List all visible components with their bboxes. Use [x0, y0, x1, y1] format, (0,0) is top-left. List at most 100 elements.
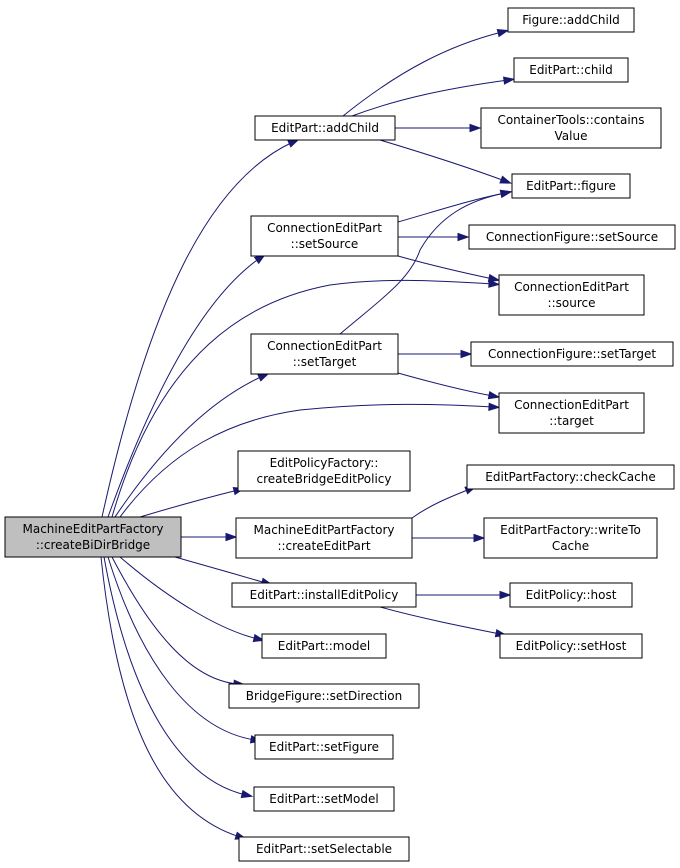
node-label-line: ConnectionEditPart: [267, 339, 382, 353]
node-box: [238, 836, 410, 862]
node-source[interactable]: ConnectionEditPart::source: [498, 274, 645, 316]
arrowhead-icon: [496, 29, 510, 38]
node-box: [237, 450, 411, 492]
arrowhead-icon: [252, 633, 266, 643]
node-cfsettarget[interactable]: ConnectionFigure::setTarget: [470, 341, 674, 367]
arrowhead-icon: [225, 532, 238, 542]
edge-root-to-createeditpart: [181, 532, 238, 542]
node-host[interactable]: EditPolicy::host: [509, 582, 633, 608]
edge-line: [411, 488, 471, 519]
node-box: [254, 115, 396, 141]
node-child[interactable]: EditPart::child: [513, 57, 629, 83]
arrowhead-icon: [473, 533, 486, 543]
node-label-line: ::setSource: [291, 237, 359, 251]
edge-addchild-to-figure: [379, 139, 513, 184]
node-label-line: EditPart::setModel: [269, 792, 378, 806]
node-setmodel[interactable]: EditPart::setModel: [253, 786, 395, 812]
node-label-line: ConnectionFigure::setTarget: [488, 347, 656, 361]
arrowhead-icon: [499, 175, 513, 184]
node-box: [250, 333, 399, 375]
node-box: [4, 516, 182, 558]
node-createeditpart[interactable]: MachineEditPartFactory::createEditPart: [235, 517, 413, 559]
edge-line: [111, 279, 494, 518]
node-box: [254, 734, 394, 760]
node-box: [498, 392, 645, 434]
edge-line: [139, 489, 239, 518]
node-label-line: EditPart::model: [278, 639, 370, 653]
edge-line: [119, 556, 259, 640]
edge-setsource-to-cfsetsource: [398, 232, 470, 242]
node-setdirection[interactable]: BridgeFigure::setDirection: [228, 683, 420, 709]
edge-addchild-to-contains: [395, 123, 482, 133]
edge-root-to-installpolicy: [174, 556, 274, 586]
edge-createeditpart-to-checkcache: [411, 486, 478, 519]
arrowhead-icon: [257, 372, 270, 382]
edge-line: [397, 255, 494, 280]
node-box: [253, 786, 395, 812]
edge-line: [397, 372, 494, 397]
node-label-line: ConnectionEditPart: [514, 280, 629, 294]
edge-line: [114, 375, 264, 518]
edge-addchild-to-figaddchild: [342, 29, 510, 117]
node-box: [468, 224, 676, 250]
arrowhead-icon: [487, 391, 501, 400]
edge-root-to-source: [111, 279, 501, 518]
node-checkcache[interactable]: EditPartFactory::checkCache: [466, 464, 675, 490]
edge-createeditpart-to-writecache: [412, 533, 486, 543]
edge-line: [174, 556, 267, 584]
node-model[interactable]: EditPart::model: [261, 633, 387, 659]
node-label-line: Value: [555, 129, 588, 143]
node-label-line: EditPart::child: [529, 63, 613, 77]
node-setsource[interactable]: ConnectionEditPart::setSource: [250, 215, 399, 257]
node-label-line: EditPolicy::host: [526, 588, 617, 602]
node-box: [511, 173, 631, 199]
arrowhead-icon: [460, 349, 473, 359]
edge-line: [379, 606, 501, 635]
edge-line: [101, 141, 294, 518]
arrowhead-icon: [499, 590, 512, 600]
edge-root-to-model: [119, 556, 266, 643]
node-box: [483, 517, 658, 559]
node-createbridge[interactable]: EditPolicyFactory::createBridgeEditPolic…: [237, 450, 411, 492]
node-installpolicy[interactable]: EditPart::installEditPolicy: [231, 582, 417, 608]
edge-line: [107, 257, 261, 518]
node-addchild[interactable]: EditPart::addChild: [254, 115, 396, 141]
arrowhead-icon: [488, 279, 501, 288]
node-label-line: MachineEditPartFactory: [254, 523, 395, 537]
edge-addchild-to-child: [351, 76, 516, 117]
node-label-line: EditPart::installEditPolicy: [250, 588, 399, 602]
node-target[interactable]: ConnectionEditPart::target: [498, 392, 645, 434]
node-box: [228, 683, 420, 709]
node-cfsetsource[interactable]: ConnectionFigure::setSource: [468, 224, 676, 250]
edge-installpolicy-to-sethost: [379, 606, 508, 638]
node-setselectable[interactable]: EditPart::setSelectable: [238, 836, 410, 862]
node-box: [499, 633, 643, 659]
node-figure[interactable]: EditPart::figure: [511, 173, 631, 199]
node-settarget[interactable]: ConnectionEditPart::setTarget: [250, 333, 399, 375]
edge-root-to-setmodel: [103, 556, 254, 799]
node-label-line: EditPartFactory::checkCache: [485, 470, 655, 484]
edge-line: [100, 556, 241, 838]
node-root[interactable]: MachineEditPartFactory::createBiDirBridg…: [4, 516, 182, 558]
node-sethost[interactable]: EditPolicy::setHost: [499, 633, 643, 659]
node-label-line: ContainerTools::contains: [497, 113, 644, 127]
arrowhead-icon: [488, 402, 501, 411]
edge-root-to-setdirection: [111, 556, 246, 688]
arrowhead-icon: [287, 138, 300, 148]
node-label-line: ::source: [548, 296, 596, 310]
edge-settarget-to-cfsettarget: [398, 349, 473, 359]
node-setfigure[interactable]: EditPart::setFigure: [254, 734, 394, 760]
node-label-line: ConnectionEditPart: [267, 221, 382, 235]
node-figaddchild[interactable]: Figure::addChild: [507, 7, 635, 33]
edge-line: [351, 79, 509, 117]
node-label-line: EditPolicy::setHost: [516, 639, 627, 653]
node-label-line: ConnectionFigure::setSource: [486, 230, 658, 244]
node-box: [231, 582, 417, 608]
edge-installpolicy-to-host: [416, 590, 512, 600]
node-box: [480, 107, 662, 149]
node-label-line: MachineEditPartFactory: [23, 522, 164, 536]
node-box: [507, 7, 635, 33]
